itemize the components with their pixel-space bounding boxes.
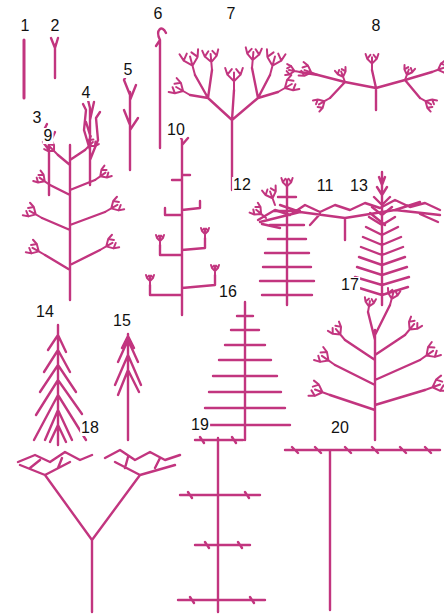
twig	[308, 381, 332, 403]
tree-trunk	[51, 38, 58, 78]
tree-10	[146, 132, 219, 315]
twig	[225, 68, 243, 90]
tree-15	[115, 334, 141, 440]
twig	[169, 78, 194, 102]
twig	[96, 235, 119, 256]
twig	[415, 342, 441, 367]
twig	[285, 64, 301, 77]
twig	[422, 376, 444, 398]
twig	[211, 265, 219, 275]
callout-number: 16	[218, 284, 238, 300]
tree-trunk	[156, 29, 166, 148]
twig	[146, 275, 154, 285]
tree-trunk	[178, 437, 265, 612]
tree-1	[24, 40, 25, 98]
tree-9	[23, 136, 124, 300]
tree-18	[18, 450, 180, 612]
tree-19	[178, 437, 265, 612]
twig	[430, 61, 444, 79]
twig	[366, 54, 379, 70]
callout-number: 15	[112, 313, 132, 329]
twig	[314, 347, 340, 372]
callout-number: 13	[349, 178, 369, 194]
twig	[244, 47, 262, 68]
tree-6	[156, 29, 166, 148]
tree-trunk	[124, 76, 138, 170]
callout-number: 18	[80, 420, 100, 436]
tree-trunk	[330, 305, 425, 440]
tree-12	[250, 178, 314, 305]
twig	[180, 49, 205, 77]
twig	[384, 288, 401, 307]
tree-trunk	[34, 325, 86, 445]
twig	[399, 317, 422, 340]
twig	[281, 178, 292, 192]
twig	[274, 75, 299, 99]
callout-number: 1	[20, 18, 31, 34]
callout-number: 7	[226, 6, 237, 22]
twig	[101, 197, 124, 218]
callout-number: 6	[153, 6, 164, 22]
tree-20	[285, 447, 440, 610]
tree-trunk	[258, 200, 440, 240]
tree-trunk	[190, 68, 278, 190]
twig	[156, 235, 164, 245]
twig	[400, 65, 415, 82]
tree-16	[200, 302, 290, 440]
twig	[33, 171, 53, 191]
callout-number: 4	[81, 85, 92, 101]
twig	[26, 240, 49, 261]
twig	[91, 166, 111, 186]
twig	[81, 136, 99, 154]
tree-7	[169, 47, 300, 190]
callout-number: 17	[340, 277, 360, 293]
callout-number: 14	[35, 304, 55, 320]
tree-trunk	[260, 180, 314, 305]
callout-number: 19	[190, 417, 210, 433]
callout-number: 8	[371, 18, 382, 34]
callout-number: 11	[316, 178, 335, 194]
tree-trunk	[18, 450, 180, 612]
twig	[335, 67, 350, 84]
tree-14	[34, 325, 86, 445]
tree-trunk	[285, 447, 440, 610]
twig	[362, 297, 375, 313]
callout-number: 2	[50, 18, 61, 34]
twig	[299, 62, 321, 82]
twig	[417, 92, 437, 111]
tree-8	[285, 54, 444, 112]
tree-trunk	[42, 145, 105, 300]
callout-number: 12	[232, 177, 252, 193]
twig	[201, 228, 209, 238]
callout-number: 3	[32, 110, 43, 126]
twig	[202, 49, 220, 70]
tree-17	[308, 288, 444, 440]
twig	[262, 186, 282, 208]
twig	[261, 49, 286, 77]
twig	[313, 92, 333, 111]
callout-number: 20	[330, 420, 350, 436]
twig	[23, 203, 46, 224]
tree-trunk	[200, 302, 290, 440]
tree-trunk	[150, 132, 215, 315]
callout-number: 9	[43, 128, 54, 144]
tree-2	[51, 38, 58, 78]
tree-trunk	[23, 40, 26, 98]
tree-11	[258, 200, 440, 240]
callout-number: 10	[166, 122, 186, 138]
tree-5	[124, 76, 138, 170]
callout-number: 5	[123, 62, 134, 78]
twig	[250, 203, 270, 223]
tree-trunk	[115, 334, 141, 440]
twig	[328, 322, 351, 345]
